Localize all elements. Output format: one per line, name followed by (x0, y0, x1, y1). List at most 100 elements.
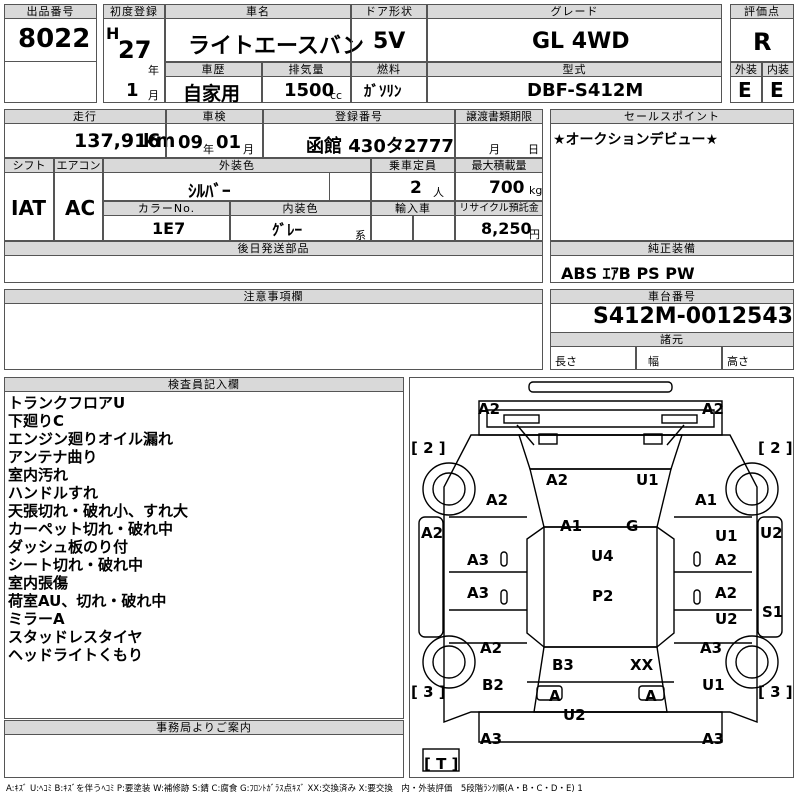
reg-month-unit: 月 (148, 89, 159, 102)
damage-mark: U1 (715, 527, 738, 545)
spec-height: 高さ (727, 355, 749, 368)
transfer-header: 譲渡書類期限 (455, 109, 543, 124)
door-type: 5V (373, 29, 406, 54)
remark-item: スタッドレスタイヤ (8, 628, 143, 646)
remark-item: 天張切れ・破れ小、すれ大 (8, 502, 189, 520)
remark-item: 室内汚れ (8, 466, 69, 484)
tire-front-right: [ 2 ] (758, 439, 793, 457)
damage-mark: A3 (700, 639, 723, 657)
remark-item: ミラーA (8, 610, 65, 628)
notes-cell (4, 303, 543, 370)
reg-no-cell (263, 123, 455, 158)
grade-header: グレード (427, 4, 722, 19)
damage-mark: A2 (486, 491, 509, 509)
damage-mark: A2 (421, 524, 444, 542)
damage-mark: B2 (482, 676, 504, 694)
fuel-cell (351, 76, 427, 103)
max-load-cell (455, 172, 543, 201)
car-name: ライトエースバン (188, 34, 365, 59)
history-header: 車歴 (165, 62, 262, 77)
spec-height-cell (722, 346, 794, 370)
chassis-header: 車台番号 (550, 289, 794, 304)
damage-mark: A3 (467, 551, 490, 569)
damage-mark: A (645, 687, 657, 705)
fuel: ｶﾞｿﾘﾝ (364, 82, 402, 100)
shift: IAT (11, 196, 47, 220)
inspector-cell (4, 391, 404, 719)
car-diagram (418, 381, 783, 772)
damage-mark: B3 (552, 656, 574, 674)
reg-no-header: 登録番号 (263, 109, 455, 124)
reg-year: 27 (118, 36, 152, 64)
damage-mark: U1 (636, 471, 659, 489)
shift-header: シフト (4, 158, 54, 173)
remark-item: エンジン廻りオイル漏れ (8, 430, 174, 448)
history: 自家用 (183, 83, 241, 105)
damage-mark: A2 (715, 584, 738, 602)
genuine-cell (550, 255, 794, 283)
inspector-header: 検査員記入欄 (4, 377, 404, 392)
capacity-cell (371, 172, 455, 201)
damage-mark: U2 (563, 706, 586, 724)
color-no-cell (103, 215, 230, 241)
transfer-cell (455, 123, 543, 158)
spec-length-cell (550, 346, 636, 370)
transfer-month-unit: 月 (489, 143, 500, 156)
sales-point-cell (550, 123, 794, 241)
int-color: ｸﾞﾚｰ (272, 221, 303, 239)
reg-number: 函館 430タ2777 (306, 136, 454, 157)
damage-mark: U4 (591, 547, 614, 565)
car-name-header: 車名 (165, 4, 351, 19)
sales-point: ★オークションデビュー★ (553, 132, 719, 148)
int-color-cell (230, 215, 371, 241)
legend: A:ｷｽﾞ U:ﾍｺﾐ B:ｷｽﾞを伴うﾍｺﾐ P:要塗装 W:補修跡 S:錆 … (6, 784, 583, 794)
displacement-cell (262, 76, 351, 103)
spare-tire: [ T ] (424, 755, 459, 773)
spec-width-cell (636, 346, 722, 370)
damage-mark: A1 (695, 491, 718, 509)
score-cell (730, 18, 794, 62)
remark-item: ダッシュ板のり付 (8, 538, 129, 556)
capacity-unit: 人 (433, 186, 444, 199)
damage-mark: A2 (715, 551, 738, 569)
damage-mark: A2 (702, 400, 725, 418)
remark-item: カーペット切れ・破れ中 (8, 520, 174, 538)
damage-mark: U2 (715, 610, 738, 628)
damage-mark: A3 (702, 730, 725, 748)
displacement: 1500 (284, 80, 335, 101)
inspection-header: 車検 (166, 109, 263, 124)
mileage-cell (4, 123, 166, 158)
later-parts-cell (4, 255, 543, 283)
office-cell (4, 734, 404, 778)
exterior-grade: E (738, 78, 752, 102)
int-color-header: 内装色 (230, 201, 371, 216)
aircon-cell (54, 172, 103, 241)
fuel-header: 燃料 (351, 62, 427, 77)
damage-mark: A3 (480, 730, 503, 748)
capacity-header: 乗車定員 (371, 158, 455, 173)
lot-no-header: 出品番号 (4, 4, 97, 19)
displacement-header: 排気量 (262, 62, 351, 77)
remark-item: 室内張傷 (8, 574, 69, 592)
history-cell (165, 76, 262, 103)
import-cell-b (413, 215, 455, 241)
damage-mark: A2 (546, 471, 569, 489)
interior-header: 内装 (762, 62, 794, 77)
inspection-cell (166, 123, 263, 158)
recycle-header: リサイクル預託金 (455, 201, 543, 216)
first-reg-header: 初度登録 (103, 4, 165, 19)
mileage-header: 走行 (4, 109, 166, 124)
remark-item: アンテナ曲り (8, 448, 98, 466)
car-diagram-frame (409, 377, 794, 778)
score-header: 評価点 (730, 4, 794, 19)
max-load: 700 (489, 178, 525, 198)
specs-header: 諸元 (550, 332, 794, 347)
score: R (753, 28, 772, 56)
exterior-cell (730, 76, 762, 103)
int-color-unit: 系 (355, 229, 366, 242)
exterior-header: 外装 (730, 62, 762, 77)
capacity: 2 (410, 178, 422, 198)
genuine-header: 純正装備 (550, 241, 794, 256)
lot-number: 8022 (18, 24, 91, 54)
damage-mark: U2 (760, 524, 783, 542)
